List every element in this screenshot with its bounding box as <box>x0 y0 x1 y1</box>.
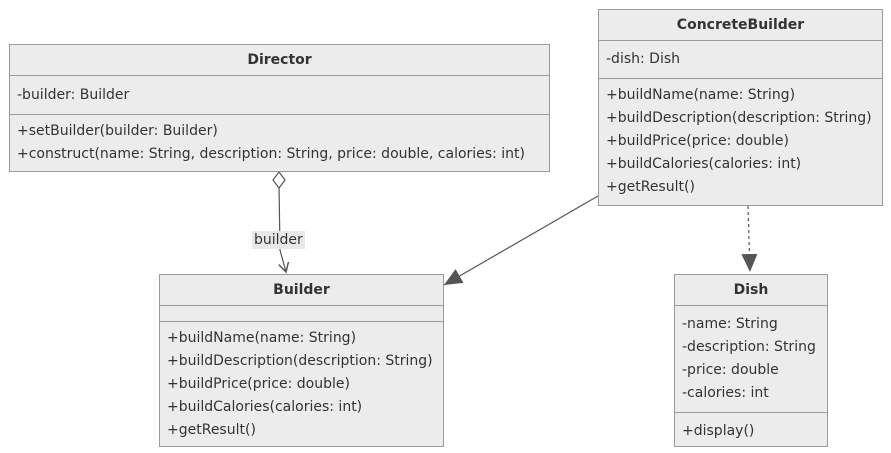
aggregation-line <box>278 183 290 274</box>
method: +buildName(name: String) <box>167 330 357 346</box>
class-builder[interactable]: Builder +buildName(name: String) +buildD… <box>159 274 444 447</box>
methods-section: +setBuilder(builder: Builder) +construct… <box>10 115 549 166</box>
attribute: -calories: int <box>682 385 769 401</box>
method: +buildDescription(description: String) <box>167 353 433 369</box>
method: +setBuilder(builder: Builder) <box>17 123 218 139</box>
class-director[interactable]: Director -builder: Builder +setBuilder(b… <box>9 44 550 172</box>
aggregation-diamond <box>272 171 286 189</box>
attributes-section: -name: String -description: String -pric… <box>675 306 827 413</box>
methods-section: +display() <box>675 413 827 443</box>
class-name: Builder <box>160 275 443 306</box>
aggregation-label: builder <box>252 231 305 249</box>
method: +buildDescription(description: String) <box>606 110 872 126</box>
attribute: -builder: Builder <box>17 87 130 103</box>
method: +display() <box>682 423 755 439</box>
method: +buildPrice(price: double) <box>167 376 350 392</box>
class-name: ConcreteBuilder <box>599 10 882 41</box>
attribute: -description: String <box>682 339 816 355</box>
attributes-section <box>160 306 443 322</box>
method: +buildName(name: String) <box>606 87 796 103</box>
attribute: -price: double <box>682 362 779 378</box>
methods-section: +buildName(name: String) +buildDescripti… <box>160 322 443 442</box>
class-name: Dish <box>675 275 827 306</box>
realization-line <box>443 195 599 286</box>
methods-section: +buildName(name: String) +buildDescripti… <box>599 79 882 199</box>
class-name: Director <box>10 45 549 76</box>
method: +buildCalories(calories: int) <box>606 156 802 172</box>
attributes-section: -dish: Dish <box>599 41 882 79</box>
class-dish[interactable]: Dish -name: String -description: String … <box>674 274 828 447</box>
method: +buildCalories(calories: int) <box>167 399 363 415</box>
method: +buildPrice(price: double) <box>606 133 789 149</box>
class-concrete-builder[interactable]: ConcreteBuilder -dish: Dish +buildName(n… <box>598 9 883 206</box>
method: +getResult() <box>167 422 256 438</box>
attribute: -dish: Dish <box>606 51 680 67</box>
method: +construct(name: String, description: St… <box>17 146 525 162</box>
attribute: -name: String <box>682 316 778 332</box>
attributes-section: -builder: Builder <box>10 76 549 115</box>
dependency-line <box>741 205 758 273</box>
method: +getResult() <box>606 179 695 195</box>
